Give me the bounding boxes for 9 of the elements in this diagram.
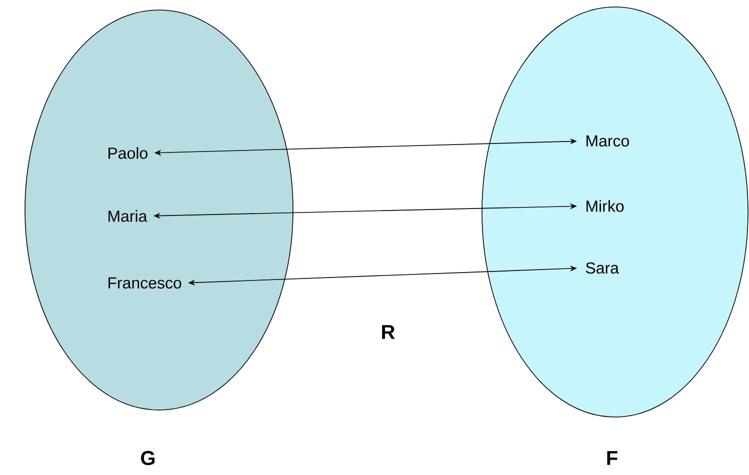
element-label: Maria (108, 210, 148, 222)
element-label: Marco (586, 135, 629, 147)
node-label: G (141, 450, 155, 466)
element-label: Francesco (108, 277, 182, 289)
relation-label: R (382, 325, 395, 339)
element-label: Mirko (586, 200, 624, 212)
element-label: Sara (586, 262, 619, 274)
element-label: Paolo (108, 147, 148, 159)
node-label: F (607, 451, 618, 465)
